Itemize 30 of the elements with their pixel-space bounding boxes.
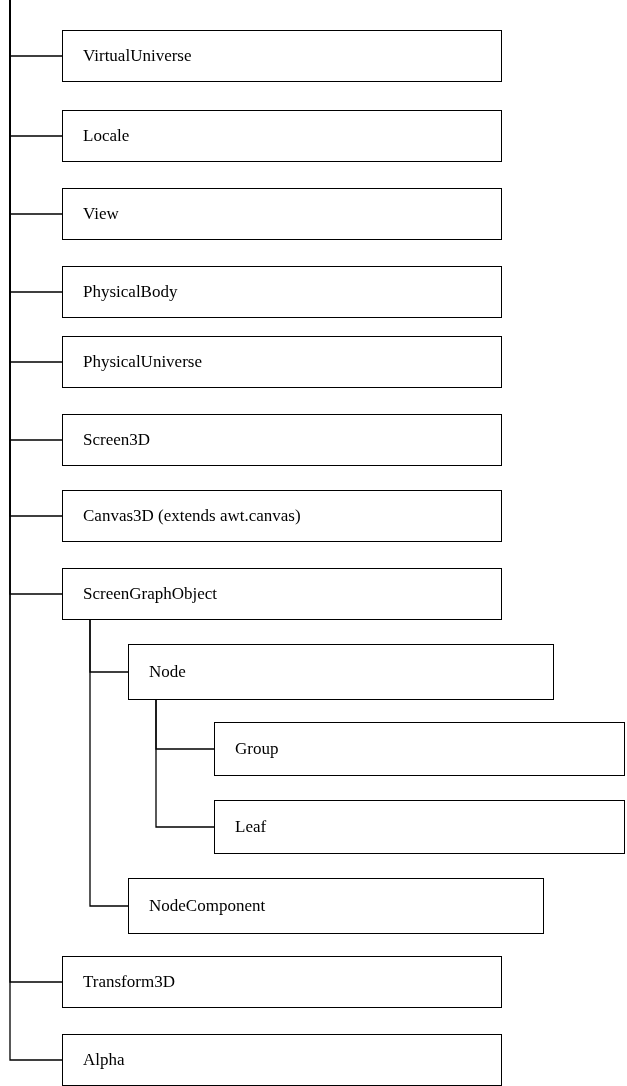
class-name: Transform3D <box>83 972 175 992</box>
connector-line <box>89 619 129 907</box>
connector-line <box>155 699 215 828</box>
class-name: Leaf <box>235 817 267 837</box>
class-box <box>62 1034 502 1086</box>
class-box <box>62 568 502 620</box>
class-name: VirtualUniverse <box>83 46 192 66</box>
class-box <box>128 644 554 700</box>
class-name: Canvas3D (extends awt.canvas) <box>83 506 301 526</box>
class-box <box>62 336 502 388</box>
class-name: Locale <box>83 126 130 146</box>
class-box <box>62 30 502 82</box>
class-box <box>62 956 502 1008</box>
class-box <box>62 490 502 542</box>
class-box <box>62 414 502 466</box>
class-name: PhysicalBody <box>83 282 178 302</box>
class-name: ScreenGraphObject <box>83 584 218 604</box>
class-box <box>62 266 502 318</box>
class-name: Screen3D <box>83 430 151 450</box>
class-box <box>214 722 625 776</box>
class-name: View <box>83 204 119 224</box>
class-box <box>214 800 625 854</box>
class-name: Alpha <box>83 1050 125 1070</box>
class-name: NodeComponent <box>149 896 266 916</box>
class-box <box>62 188 502 240</box>
class-name: Node <box>149 662 186 682</box>
class-name: PhysicalUniverse <box>83 352 202 372</box>
class-box <box>128 878 544 934</box>
class-box <box>62 110 502 162</box>
class-name: Group <box>235 739 279 759</box>
